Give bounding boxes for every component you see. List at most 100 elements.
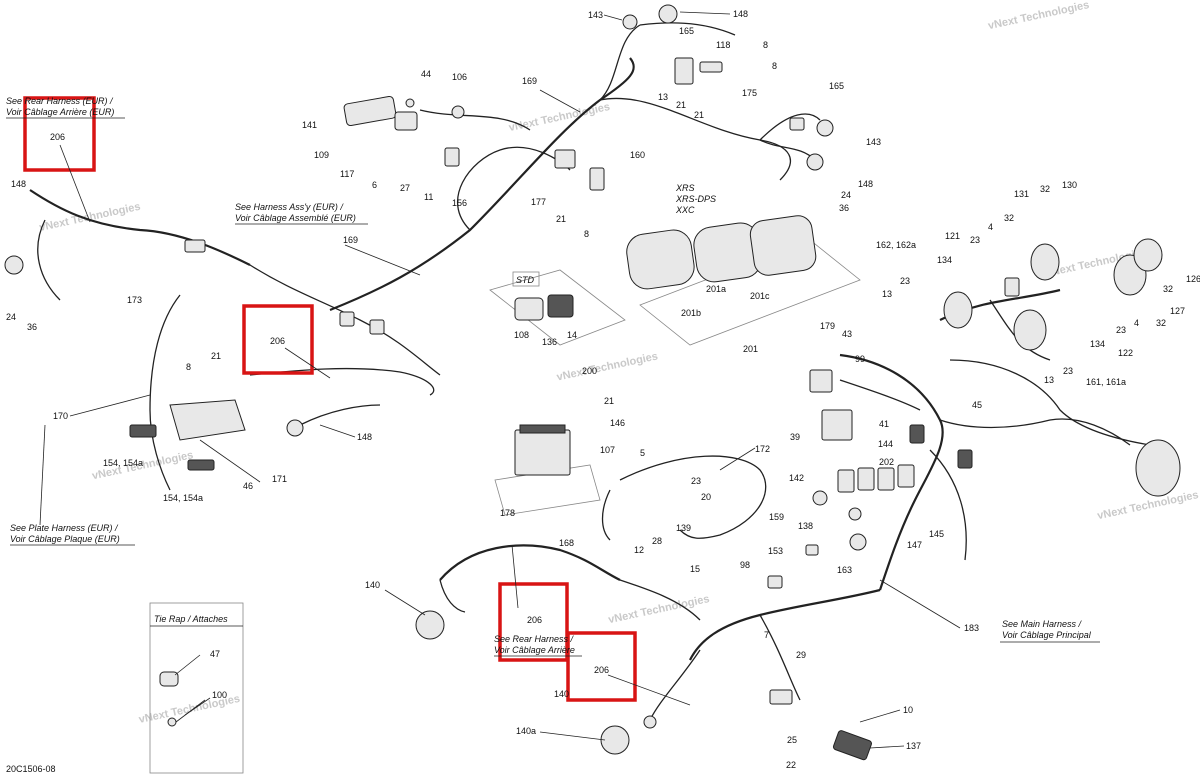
part-label: 8: [584, 229, 589, 239]
fan-motor-assembly: [939, 238, 1181, 497]
part-label: 20: [701, 492, 711, 502]
part-label: 41: [879, 419, 889, 429]
part-label: 36: [27, 322, 37, 332]
highlight-box: [23, 96, 96, 172]
part-label: 45: [972, 400, 982, 410]
highlight-label: 206: [527, 615, 542, 625]
part-label: 36: [839, 203, 849, 213]
part-label: 13: [882, 289, 892, 299]
part-label: 32: [1156, 318, 1166, 328]
part-label: 11: [424, 192, 433, 202]
part-labels: 143 148 165 118 8 8 13 21 175 21 44 106 …: [6, 9, 1200, 770]
part-label: 131: [1014, 189, 1029, 199]
part-label: 8: [186, 362, 191, 372]
part-label: 24: [6, 312, 16, 322]
part-label: 10: [903, 705, 913, 715]
part-label: 23: [1116, 325, 1126, 335]
watermark: vNext Technologies: [556, 350, 659, 383]
part-label: 21: [556, 214, 566, 224]
part-label: 108: [514, 330, 529, 340]
watermark: vNext Technologies: [508, 101, 611, 134]
part-label: 138: [798, 521, 813, 531]
part-label: 32: [1163, 284, 1173, 294]
part-label: 148: [733, 9, 748, 19]
note-harness-assy-fr: Voir Câblage Assemblé (EUR): [235, 213, 356, 223]
part-label: 169: [343, 235, 358, 245]
part-label: 134: [937, 255, 952, 265]
notes: See Rear Harness (EUR) / Voir Câblage Ar…: [6, 96, 1100, 774]
highlight-label: 206: [270, 336, 285, 346]
part-label: 121: [945, 231, 960, 241]
part-label: 200: [582, 366, 597, 376]
part-label: 148: [357, 432, 372, 442]
part-label: 161, 161a: [1086, 377, 1126, 387]
part-label: 126: [1186, 274, 1200, 284]
part-label: 6: [372, 180, 377, 190]
part-label: 22: [786, 760, 796, 770]
leader-lines: [39, 11, 961, 749]
part-label: 154, 154a: [103, 458, 143, 468]
part-label: 107: [600, 445, 615, 455]
part-label: 27: [400, 183, 410, 193]
part-label: 130: [1062, 180, 1077, 190]
part-label: 139: [676, 523, 691, 533]
part-label: 153: [768, 546, 783, 556]
xrs-dps-label: XRS-DPS: [675, 194, 716, 204]
part-label: 122: [1118, 348, 1133, 358]
tie-rap-title: Tie Rap / Attaches: [154, 614, 228, 624]
note-plate-harness: See Plate Harness (EUR) /: [10, 523, 119, 533]
std-box: [512, 271, 540, 287]
tie-rap-box: [149, 602, 244, 774]
part-label: 118: [716, 40, 730, 50]
xxc-label: XXC: [675, 205, 695, 215]
part-label: 154, 154a: [163, 493, 203, 503]
part-label: 159: [769, 512, 784, 522]
part-label: 147: [907, 540, 922, 550]
part-label: 201a: [706, 284, 726, 294]
part-label: 21: [211, 351, 221, 361]
main-harness: [619, 353, 1131, 761]
part-label: 99: [855, 354, 865, 364]
part-label: 136: [542, 337, 557, 347]
part-label: 7: [764, 630, 769, 640]
part-label: 202: [879, 457, 894, 467]
part-label: 137: [906, 741, 921, 751]
highlight-box: [566, 631, 637, 702]
std-title: STD: [516, 275, 535, 285]
watermark: vNext Technologies: [607, 593, 710, 626]
part-label: 21: [604, 396, 614, 406]
part-label: 143: [588, 10, 603, 20]
part-label: 172: [755, 444, 770, 454]
note-main-harness-fr: Voir Câblage Principal: [1002, 630, 1092, 640]
part-label: 44: [421, 69, 431, 79]
part-label: 146: [610, 418, 625, 428]
part-label: 201: [743, 344, 758, 354]
part-label: 98: [740, 560, 750, 570]
part-label: 165: [829, 81, 844, 91]
part-label: 160: [630, 150, 645, 160]
note-rear-harness-eur-fr: Voir Câblage Arrière (EUR): [6, 107, 114, 117]
part-label: 13: [1044, 375, 1054, 385]
part-label: 25: [787, 735, 797, 745]
part-label: 109: [314, 150, 329, 160]
part-label: 4: [1134, 318, 1139, 328]
part-label: 32: [1004, 213, 1014, 223]
note-harness-assy: See Harness Ass'y (EUR) /: [235, 202, 344, 212]
part-label: 178: [500, 508, 515, 518]
part-label: 142: [789, 473, 804, 483]
top-harness: [329, 4, 834, 312]
part-label: 140: [365, 580, 380, 590]
part-label: 179: [820, 321, 835, 331]
part-label: 201b: [681, 308, 701, 318]
part-label: 12: [634, 545, 644, 555]
part-label: 156: [452, 198, 467, 208]
part-label: 171: [272, 474, 287, 484]
note-plate-harness-fr: Voir Câblage Plaque (EUR): [10, 534, 120, 544]
highlight-label: 206: [594, 665, 609, 675]
part-label: 39: [790, 432, 800, 442]
watermark: vNext Technologies: [1096, 489, 1199, 522]
figure-code: 20C1506-08: [6, 764, 56, 774]
left-harness: [4, 189, 441, 491]
part-label: 21: [694, 110, 704, 120]
